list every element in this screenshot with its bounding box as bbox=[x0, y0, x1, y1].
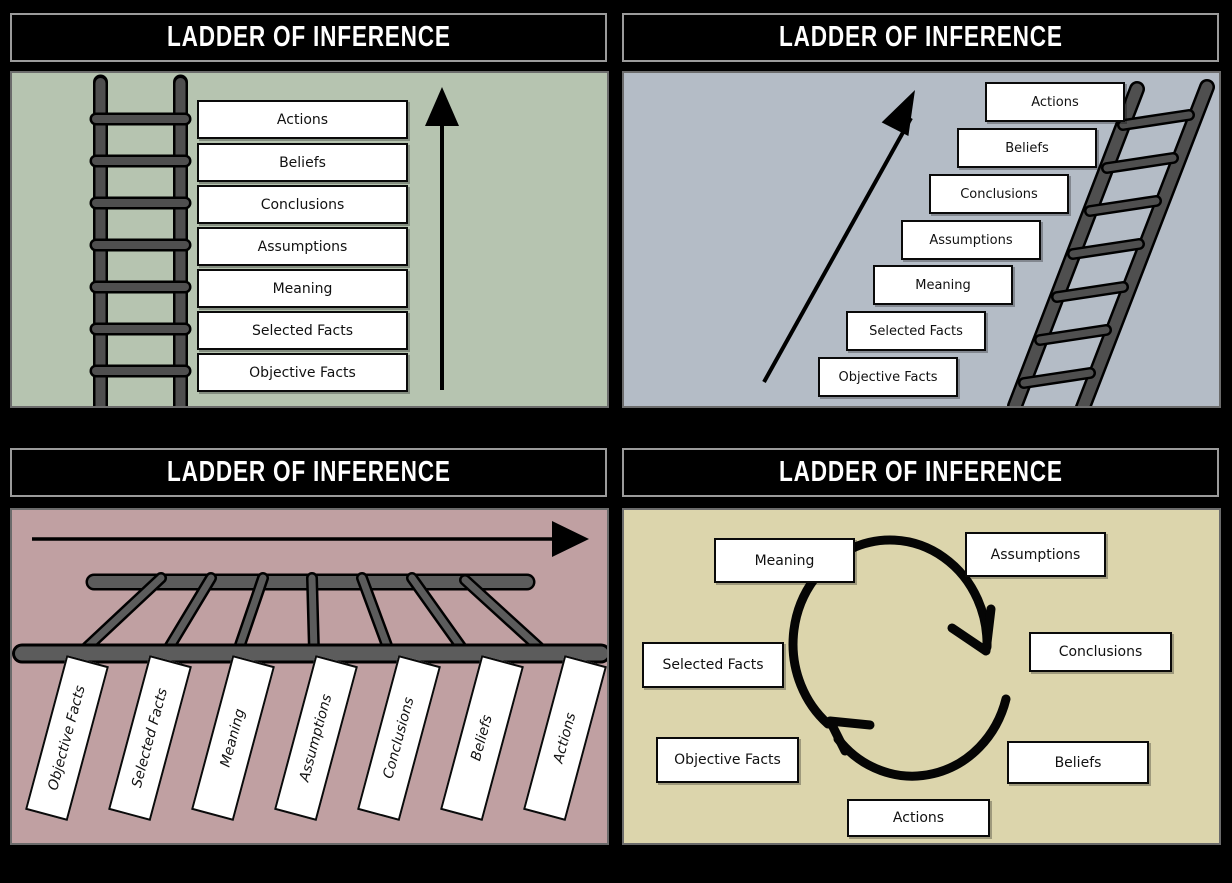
up-arrow-icon bbox=[425, 87, 459, 390]
panel-title: LADDER OF INFERENCE bbox=[166, 456, 451, 488]
panel-staircase-ladder: Actions Beliefs Conclusions Assumptions … bbox=[622, 71, 1221, 408]
rung-box-beliefs: Beliefs bbox=[197, 143, 408, 182]
rung-box-actions: Actions bbox=[197, 100, 408, 139]
tilted-ladder-icon bbox=[1007, 79, 1215, 406]
rung-box-meaning: Meaning bbox=[197, 269, 408, 308]
cycle-box-conclusions: Conclusions bbox=[1029, 632, 1172, 672]
panel-header-cycle: LADDER OF INFERENCE bbox=[622, 448, 1219, 497]
diagonal-up-arrow-icon bbox=[762, 90, 915, 383]
panel-cycle: Meaning Assumptions Selected Facts Concl… bbox=[622, 508, 1221, 845]
panel-stacked-ladder: Actions Beliefs Conclusions Assumptions … bbox=[10, 71, 609, 408]
cycle-box-selected-facts: Selected Facts bbox=[642, 642, 784, 688]
cycle-box-actions: Actions bbox=[847, 799, 990, 837]
rung-box-objective-facts: Objective Facts bbox=[818, 357, 958, 397]
horizontal-ladder-graphics bbox=[12, 521, 607, 664]
rung-box-selected-facts: Selected Facts bbox=[197, 311, 408, 350]
rung-box-actions: Actions bbox=[985, 82, 1125, 122]
rung-box-assumptions: Assumptions bbox=[197, 227, 408, 266]
staircase-graphics bbox=[762, 79, 1215, 406]
panel-title: LADDER OF INFERENCE bbox=[778, 21, 1063, 53]
cycle-box-beliefs: Beliefs bbox=[1007, 741, 1149, 784]
rung-box-conclusions: Conclusions bbox=[929, 174, 1069, 214]
cycle-box-meaning: Meaning bbox=[714, 538, 855, 583]
panel-horizontal-ladder: Objective Facts Selected Facts Meaning A… bbox=[10, 508, 609, 845]
rung-box-beliefs: Beliefs bbox=[957, 128, 1097, 168]
vertical-ladder-icon bbox=[89, 74, 192, 406]
rung-box-objective-facts: Objective Facts bbox=[197, 353, 408, 392]
panel-title: LADDER OF INFERENCE bbox=[778, 456, 1063, 488]
panel-header-horizontal: LADDER OF INFERENCE bbox=[10, 448, 607, 497]
vertical-ladder-graphic bbox=[89, 74, 459, 406]
rung-box-conclusions: Conclusions bbox=[197, 185, 408, 224]
cycle-box-assumptions: Assumptions bbox=[965, 532, 1106, 577]
cycle-box-objective-facts: Objective Facts bbox=[656, 737, 799, 783]
panel-header-stacked: LADDER OF INFERENCE bbox=[10, 13, 607, 62]
panel-title: LADDER OF INFERENCE bbox=[166, 21, 451, 53]
panel-header-staircase: LADDER OF INFERENCE bbox=[622, 13, 1219, 62]
horizontal-ladder-icon bbox=[12, 572, 607, 664]
rung-box-selected-facts: Selected Facts bbox=[846, 311, 986, 351]
right-arrow-icon bbox=[32, 521, 589, 557]
rung-box-meaning: Meaning bbox=[873, 265, 1013, 305]
rung-box-assumptions: Assumptions bbox=[901, 220, 1041, 260]
